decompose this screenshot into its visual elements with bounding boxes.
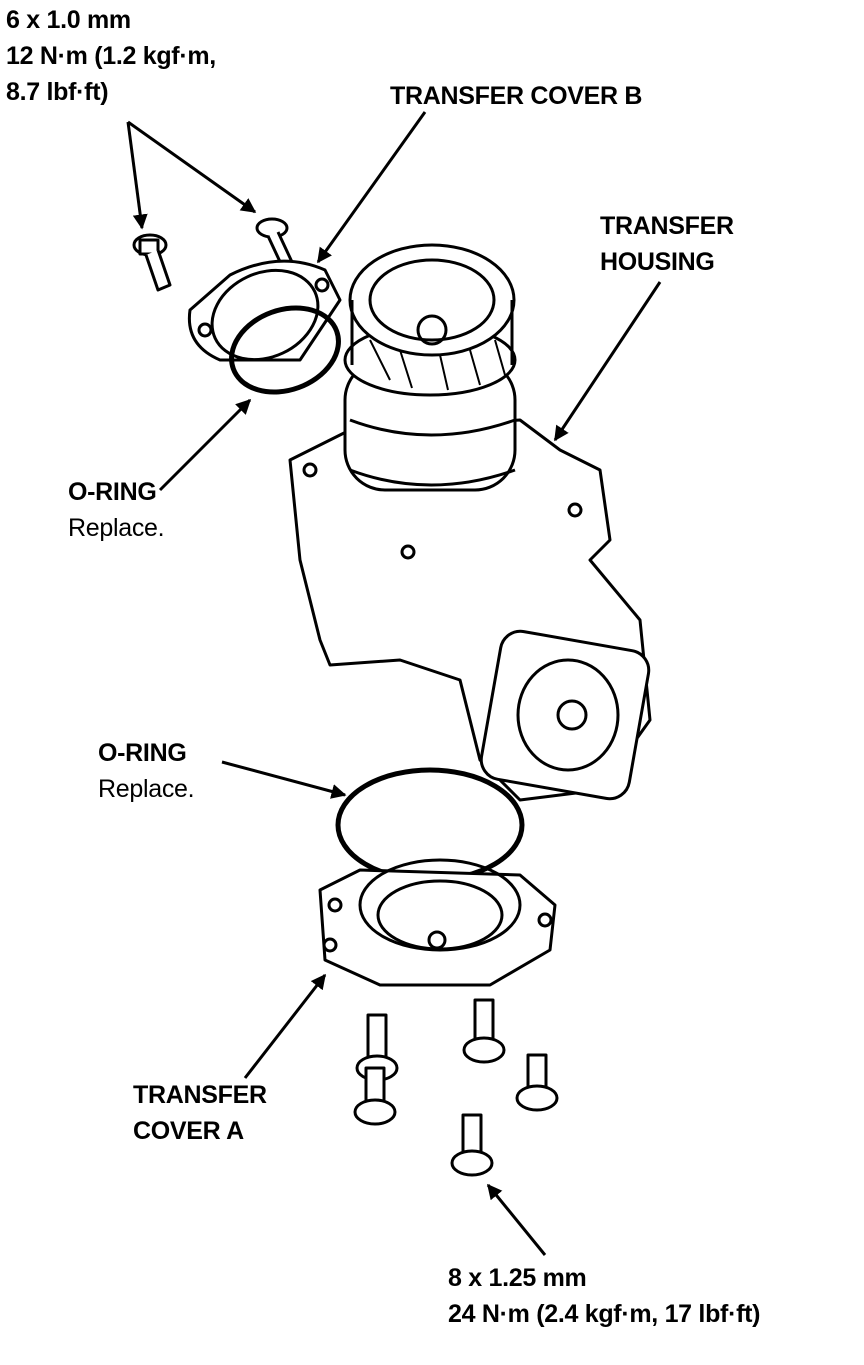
bolt-size: 6 x 1.0 mm — [6, 6, 131, 34]
label-name: O-RING — [68, 478, 157, 506]
label-name: O-RING — [98, 739, 187, 767]
label-line: TRANSFER — [600, 212, 734, 240]
bolt-6mm-right — [255, 217, 294, 268]
transfer-housing — [288, 243, 652, 802]
bolt-6mm-left — [132, 233, 172, 292]
transfer-cover-a — [318, 858, 557, 987]
label-o-ring-upper: O-RING Replace. — [68, 474, 165, 546]
bolt-torque: 24 N·m (2.4 kgf·m, 17 lbf·ft) — [448, 1300, 761, 1328]
label-line: HOUSING — [600, 248, 715, 276]
bolts-8mm — [353, 998, 559, 1177]
bolt-8mm — [353, 1066, 397, 1126]
bolt-size: 8 x 1.25 mm — [448, 1264, 587, 1292]
label-transfer-cover-b: TRANSFER COVER B — [390, 82, 643, 110]
leader-arrows — [126, 111, 662, 1256]
label-note: Replace. — [98, 775, 195, 803]
label-line: COVER A — [133, 1117, 244, 1145]
label-o-ring-lower: O-RING Replace. — [98, 735, 195, 807]
label-transfer-cover-a: TRANSFER COVER A — [133, 1077, 267, 1149]
o-ring-upper — [229, 305, 341, 395]
label-bolt-8mm: 8 x 1.25 mm 24 N·m (2.4 kgf·m, 17 lbf·ft… — [448, 1260, 760, 1332]
bolt-torque-cont: 8.7 lbf·ft) — [6, 78, 109, 106]
bolt-8mm — [462, 998, 506, 1064]
label-note: Replace. — [68, 514, 165, 542]
bolt-8mm — [450, 1113, 494, 1177]
label-bolt-6mm: 6 x 1.0 mm 12 N·m (1.2 kgf·m, 8.7 lbf·ft… — [6, 2, 216, 110]
bolt-torque: 12 N·m (1.2 kgf·m, — [6, 42, 216, 70]
label-transfer-housing: TRANSFER HOUSING — [600, 208, 734, 280]
label-line: TRANSFER — [133, 1081, 267, 1109]
transfer-cover-b — [187, 259, 342, 362]
o-ring-lower — [335, 767, 525, 883]
bolt-8mm — [515, 1053, 559, 1112]
